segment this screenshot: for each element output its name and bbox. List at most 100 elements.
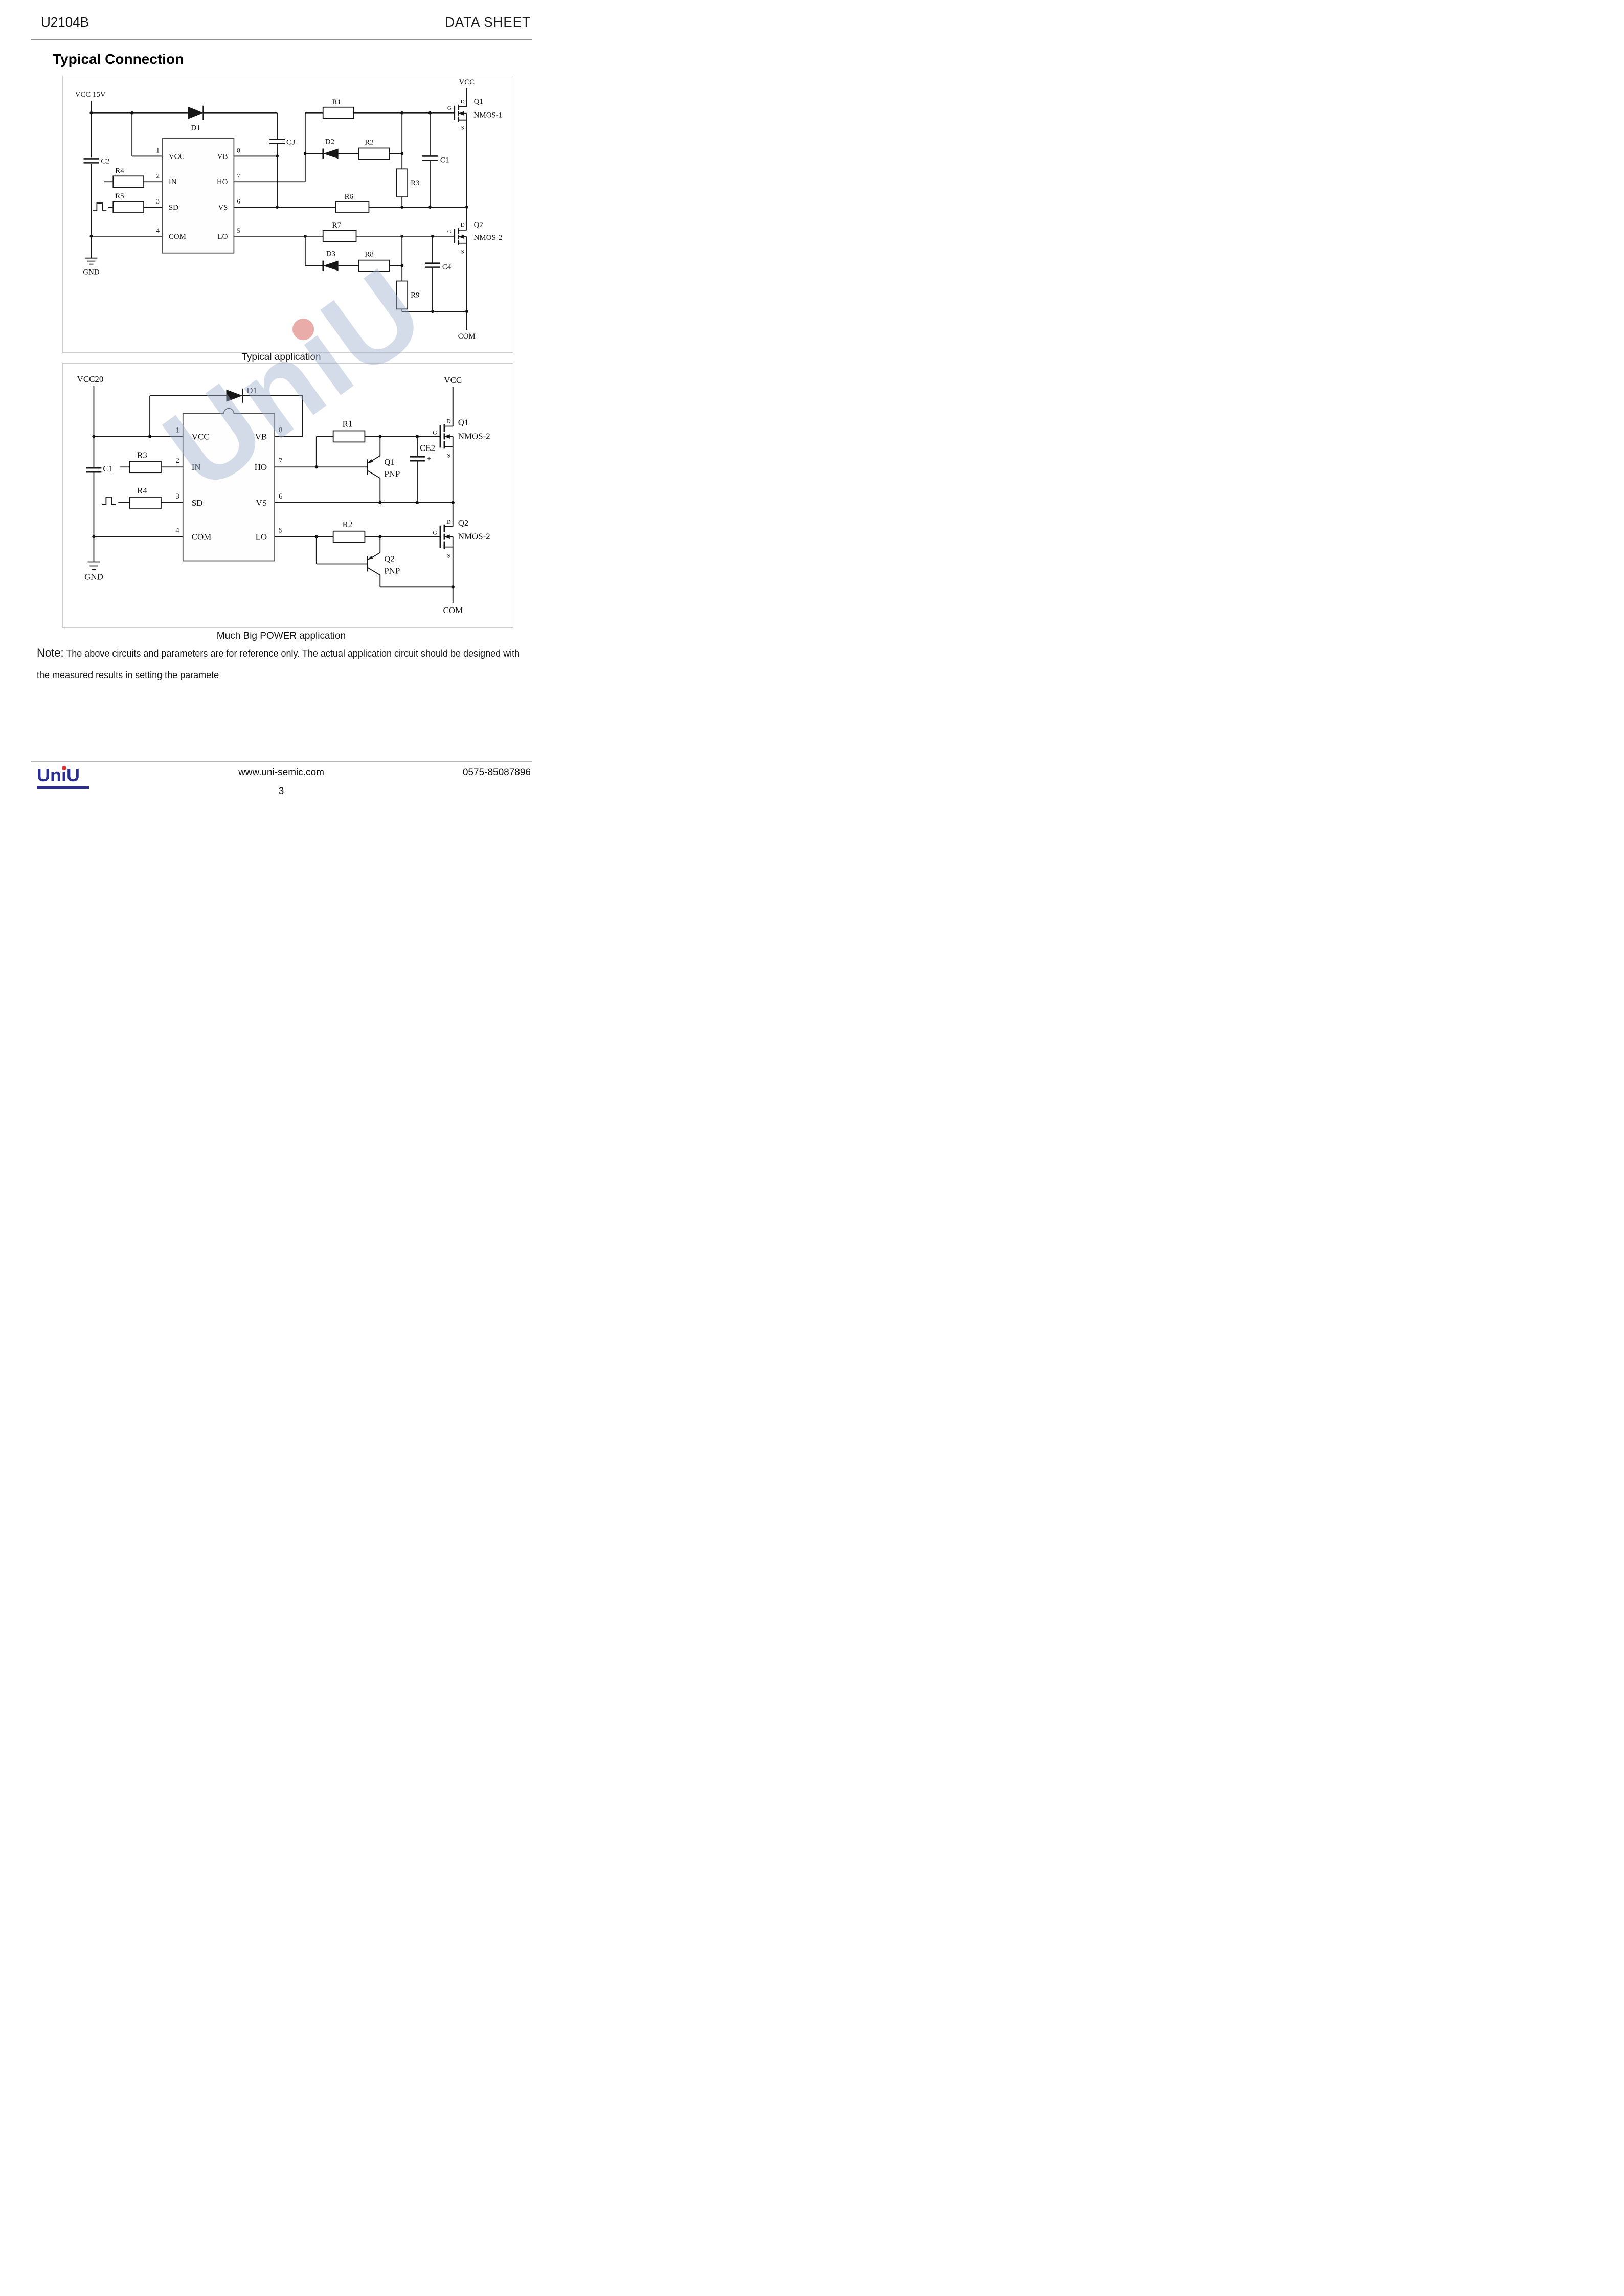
resistor-r4	[112, 175, 144, 188]
wires	[91, 88, 467, 330]
bjt2-type: PNP	[384, 566, 400, 575]
mosfet-q2	[439, 502, 454, 587]
diode-d1	[188, 105, 204, 120]
label-ce2-plus: +	[427, 455, 431, 463]
diode-d2	[322, 148, 339, 159]
label-c2: C2	[101, 157, 109, 165]
ic-body	[162, 138, 235, 254]
page-number: 3	[278, 786, 284, 795]
pin-name-in: IN	[192, 462, 201, 472]
pin-num-5: 5	[279, 527, 282, 535]
q1-g-label: G	[433, 429, 437, 436]
diode-d3	[322, 260, 339, 271]
header-part-number: U2104B	[41, 14, 89, 30]
logo-underline	[37, 786, 89, 789]
label-r1: R1	[343, 419, 353, 429]
q1-vcc-label: VCC	[459, 78, 475, 86]
caption-typical-application: Typical application	[241, 352, 321, 363]
pin-num-8: 8	[279, 426, 282, 434]
pin-num-1: 1	[156, 146, 159, 154]
label-c1: C1	[103, 464, 113, 474]
label-d2: D2	[325, 138, 334, 146]
bjt1-type: PNP	[384, 469, 400, 479]
label-d1: D1	[191, 124, 200, 132]
footer-phone: 0575-85087896	[462, 767, 531, 778]
schematic-typical-application: VCC 15V D1 C2 R4 R5 GND 1 2 3 4 8 7 6 5 …	[75, 78, 503, 341]
pin-name-vcc: VCC	[169, 152, 185, 161]
pin-name-com: COM	[169, 233, 186, 241]
pnp-q2	[367, 552, 380, 576]
q1-ref: Q1	[458, 418, 469, 427]
pnp-q1	[367, 455, 380, 479]
q1-s-label: S	[461, 125, 464, 131]
section-title: Typical Connection	[53, 51, 184, 67]
pin-name-vb: VB	[255, 432, 267, 441]
figure-typical-application: VCC 15V D1 C2 R4 R5 GND 1 2 3 4 8 7 6 5 …	[62, 76, 513, 353]
pin-num-2: 2	[156, 172, 159, 179]
q1-type: NMOS-1	[474, 111, 503, 120]
pin-name-com: COM	[192, 532, 212, 542]
pin-name-sd: SD	[169, 204, 178, 212]
resistor-r7	[322, 230, 357, 242]
caption-big-power-application: Much Big POWER application	[216, 631, 346, 641]
q2-g-label: G	[433, 529, 437, 536]
q2-type: NMOS-2	[458, 532, 490, 542]
label-r2: R2	[365, 139, 373, 147]
supply-label: VCC20	[77, 374, 104, 384]
logo-i-dot	[62, 766, 66, 770]
q2-s-label: S	[461, 249, 464, 255]
pin-name-vcc: VCC	[192, 432, 210, 441]
logo-text-1: Un	[37, 764, 61, 785]
label-r6: R6	[345, 193, 354, 201]
pin-num-4: 4	[156, 227, 160, 234]
pin-name-ho: HO	[255, 462, 267, 472]
q2-s-label: S	[447, 552, 450, 559]
resistor-r6	[335, 201, 370, 213]
logo-i: ı	[61, 764, 67, 785]
label-ce2: CE2	[420, 443, 435, 453]
resistor-r1	[322, 106, 354, 119]
pin-name-vs: VS	[256, 498, 267, 508]
pin-num-2: 2	[175, 457, 179, 465]
pin-num-6: 6	[237, 197, 240, 205]
q1-ref: Q1	[474, 98, 483, 106]
q2-g-label: G	[447, 229, 452, 235]
ic-body	[182, 408, 275, 562]
junction-dots	[92, 435, 455, 589]
resistor-r8	[358, 259, 390, 272]
com-label: COM	[458, 332, 476, 341]
gnd-symbol	[85, 257, 98, 265]
bjt2-ref: Q2	[384, 554, 395, 564]
diode-d1	[226, 388, 243, 403]
footer-rule	[31, 761, 532, 762]
pin-num-7: 7	[237, 172, 240, 179]
mosfet-q2	[454, 207, 467, 312]
note-text: The above circuits and parameters are fo…	[37, 648, 520, 680]
q1-d-label: D	[446, 418, 451, 425]
square-wave-icon	[102, 497, 116, 505]
figure-big-power-application: VCC20 D1 C1 R3 R4 GND 1 2 3 4 8 7 6 5 VC…	[62, 363, 513, 628]
resistor-r1	[332, 430, 366, 443]
bjt1-ref: Q1	[384, 457, 395, 467]
resistor-r3	[396, 168, 409, 198]
logo-text-2: U	[66, 764, 80, 785]
pin-name-in: IN	[169, 178, 177, 186]
note-label: Note:	[37, 646, 64, 659]
footer-website: www.uni-semic.com	[238, 767, 324, 778]
label-r3: R3	[411, 179, 419, 187]
mosfet-q1	[439, 387, 454, 503]
label-r7: R7	[332, 221, 342, 230]
pin-num-3: 3	[156, 197, 159, 205]
com-label: COM	[443, 605, 463, 615]
pin-num-3: 3	[175, 492, 179, 501]
schematic-big-power-application: VCC20 D1 C1 R3 R4 GND 1 2 3 4 8 7 6 5 VC…	[77, 374, 490, 615]
q2-d-label: D	[446, 518, 451, 525]
label-r4: R4	[115, 167, 124, 175]
pin-num-7: 7	[279, 457, 283, 465]
note: Note: The above circuits and parameters …	[37, 642, 529, 686]
q2-type: NMOS-2	[474, 234, 503, 242]
datasheet-page: U2104B DATA SHEET Typical Connection	[0, 0, 562, 795]
q1-vcc-label: VCC	[444, 375, 462, 385]
header-rule	[31, 39, 532, 40]
